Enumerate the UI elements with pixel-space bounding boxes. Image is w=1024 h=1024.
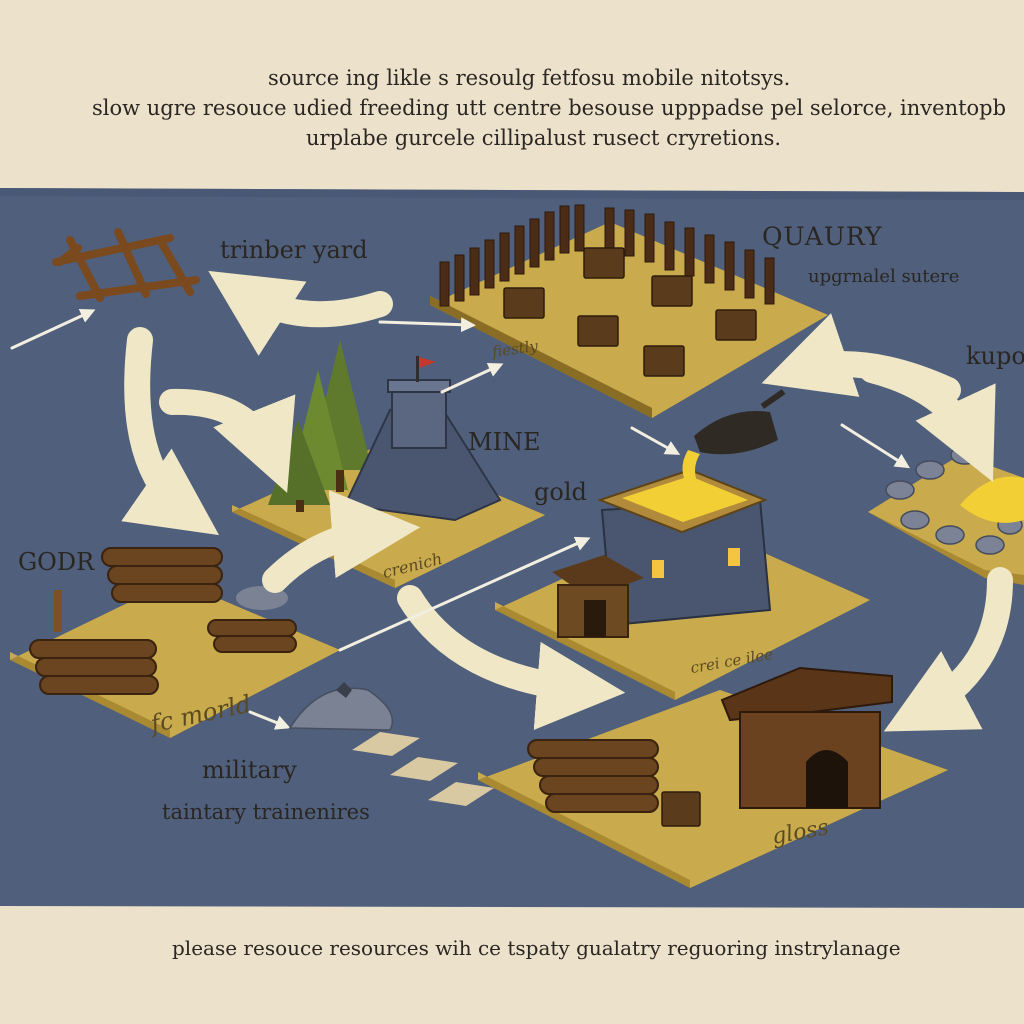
label-mine[interactable]: MINE [468, 428, 541, 456]
label-military[interactable]: military [202, 756, 297, 784]
label-military-sub: taintary trainenires [162, 800, 370, 824]
header-line-3: urplabe gurcele cillipalust rusect cryre… [306, 126, 782, 150]
quarry-crates [503, 247, 757, 377]
label-godr[interactable]: GODR [18, 548, 95, 576]
thin-arrows [10, 308, 911, 730]
ladle [682, 389, 786, 490]
stepping-stones [352, 732, 494, 806]
gold-tile[interactable] [495, 389, 870, 700]
quarry-tile[interactable] [430, 204, 828, 418]
label-kupo[interactable]: kupo [966, 342, 1024, 370]
label-timber-yard[interactable]: trinber yard [220, 236, 368, 264]
flow-arrows [121, 270, 1013, 732]
barn-tile[interactable] [478, 666, 948, 888]
watch-tower [387, 356, 451, 449]
header-line-1: source ing likle s resoulg fetfosu mobil… [268, 66, 791, 90]
barn-logs [527, 739, 659, 813]
wood-tile[interactable] [10, 547, 340, 738]
footer-text: please resouce resources wih ce tspaty g… [172, 936, 901, 960]
rock-pile [288, 682, 394, 731]
label-quarry-sub: upgrnalel sutere [808, 266, 960, 287]
shed [552, 555, 644, 638]
label-gold[interactable]: gold [534, 478, 587, 506]
gold-ore-tile[interactable] [868, 445, 1024, 585]
barn [720, 666, 893, 809]
header-line-2: slow ugre resouce udied freeding utt cen… [92, 96, 1007, 120]
label-quarry[interactable]: QUAURY [762, 222, 883, 251]
timber-scaffold[interactable] [52, 228, 200, 302]
log-piles [29, 547, 297, 695]
